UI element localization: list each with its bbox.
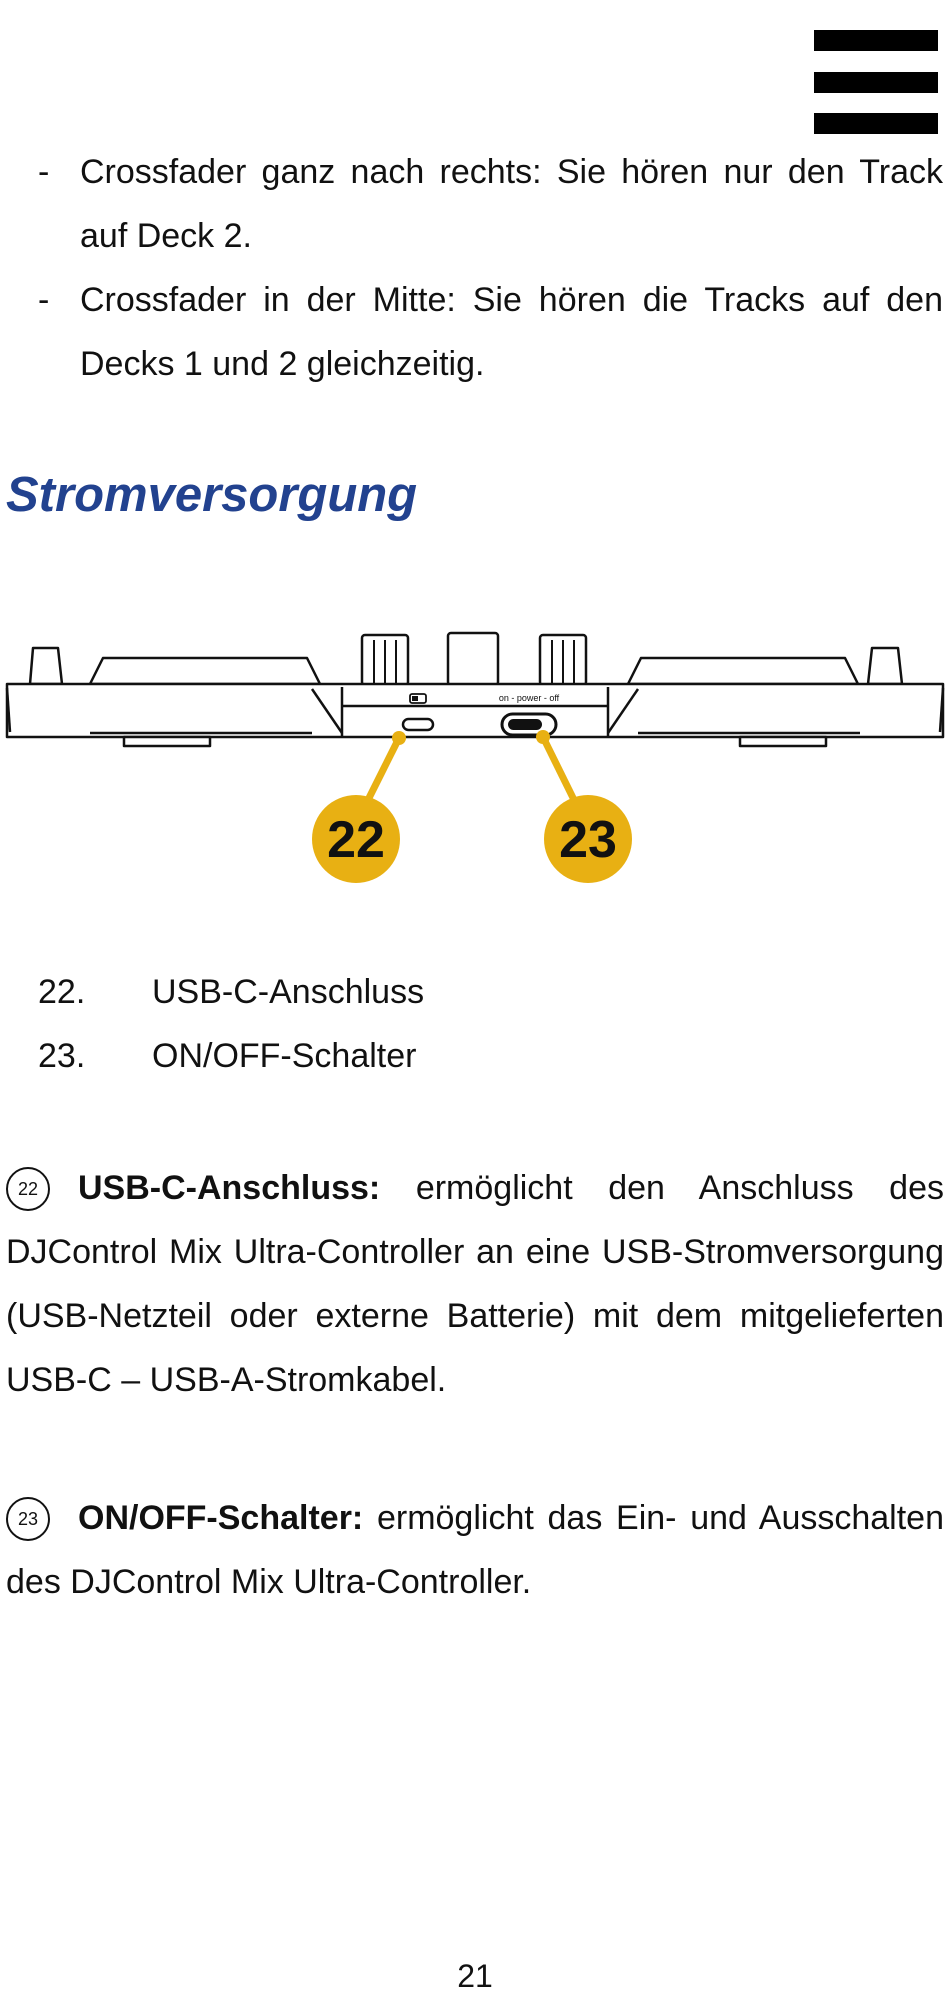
- menu-icon-bar: [814, 30, 938, 51]
- bullet-dash: -: [38, 281, 50, 319]
- bullet-item: - Crossfader ganz nach rechts: Sie hören…: [38, 140, 943, 268]
- power-label: on - power - off: [499, 693, 560, 703]
- callout-23-label: 23: [559, 811, 617, 869]
- usb-c-port: [401, 717, 435, 732]
- right-rubber-foot: [738, 735, 828, 748]
- left-foot-block: [28, 646, 64, 686]
- circled-number-22: 22: [6, 1167, 50, 1211]
- description-text: ermöglicht das Ein- und Ausschalten des …: [6, 1499, 944, 1601]
- callout-23-badge: [544, 795, 632, 883]
- term-on-off: ON/OFF-Schalter:: [78, 1499, 364, 1537]
- center-knob: [446, 631, 500, 687]
- legend-item: 23. ON/OFF-Schalter: [38, 1036, 416, 1076]
- description-usb-c: 22 USB-C-Anschluss: ermöglicht den Anschl…: [6, 1156, 944, 1412]
- right-jog-platter: [626, 656, 860, 686]
- callout-22-badge: [312, 795, 400, 883]
- section-heading: Stromversorgung: [6, 468, 418, 522]
- description-text: ermöglicht den Anschluss des DJControl M…: [6, 1169, 944, 1399]
- bullet-dash: -: [38, 153, 50, 191]
- menu-icon-bar: [814, 72, 938, 93]
- legend-item: 22. USB-C-Anschluss: [38, 972, 424, 1012]
- legend-number: 23.: [38, 1037, 86, 1075]
- left-rubber-foot: [122, 735, 212, 748]
- callout-22-label: 22: [327, 811, 385, 869]
- legend-number: 22.: [38, 973, 86, 1011]
- circled-number-23: 23: [6, 1497, 50, 1541]
- bullet-text: Crossfader ganz nach rechts: Sie hören n…: [80, 153, 943, 255]
- page-number: 21: [457, 1958, 493, 1994]
- controller-rear-illustration: on - power - off 22 23: [5, 631, 945, 883]
- menu-icon[interactable]: [814, 30, 938, 134]
- menu-icon-bar: [814, 113, 938, 134]
- legend-label: ON/OFF-Schalter: [152, 1037, 417, 1075]
- right-foot-block: [866, 646, 904, 686]
- bullet-item: - Crossfader in der Mitte: Sie hören die…: [38, 268, 943, 396]
- left-jog-platter: [88, 656, 322, 686]
- controller-body: [5, 682, 945, 739]
- legend-label: USB-C-Anschluss: [152, 973, 425, 1011]
- bullet-text: Crossfader in der Mitte: Sie hören die T…: [80, 281, 943, 383]
- description-on-off: 23 ON/OFF-Schalter: ermöglicht das Ein- u…: [6, 1486, 944, 1614]
- term-usb-c: USB-C-Anschluss:: [78, 1169, 381, 1207]
